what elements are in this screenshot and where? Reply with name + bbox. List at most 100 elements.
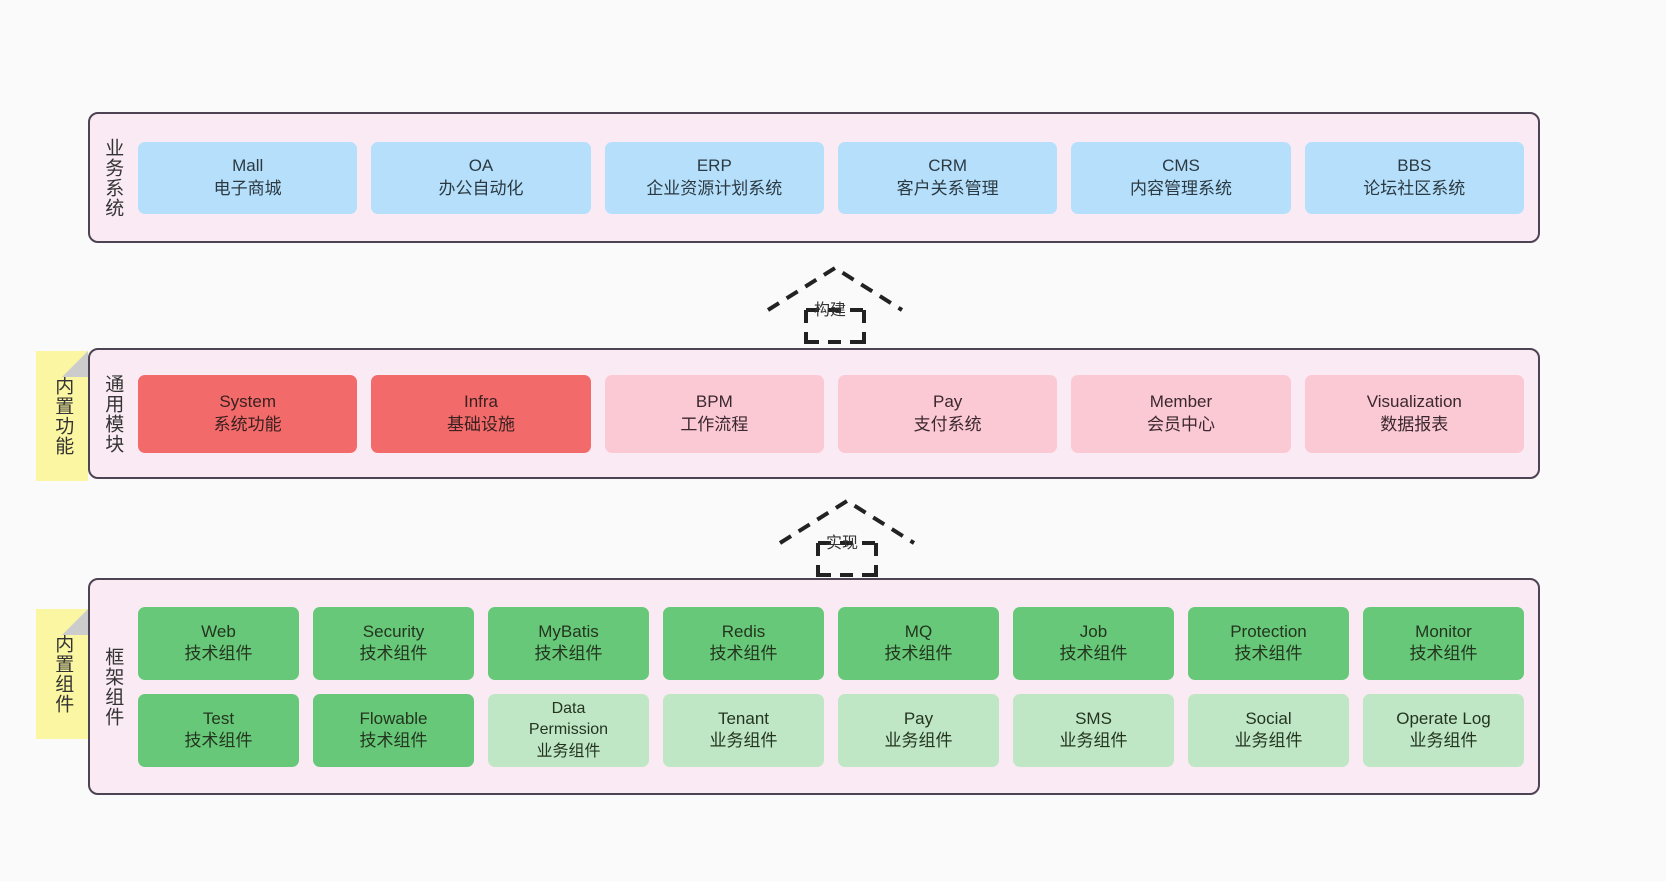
node-title: Operate Log xyxy=(1396,708,1491,728)
sticky-tag-builtin-features: 内置功能 xyxy=(36,351,88,481)
layer-title-common-modules: 通用模块 xyxy=(102,373,124,454)
node-subtitle: 系统功能 xyxy=(213,414,282,434)
row: Test 技术组件 Flowable 技术组件 Data Permission … xyxy=(138,693,1524,767)
node-title: Monitor xyxy=(1415,621,1472,641)
node-title: Infra xyxy=(463,392,498,412)
node-erp[interactable]: ERP 企业资源计划系统 xyxy=(604,141,824,214)
node-system[interactable]: System 系统功能 xyxy=(138,374,358,453)
node-subtitle: 企业资源计划系统 xyxy=(646,178,783,198)
node-subtitle: 客户关系管理 xyxy=(896,178,999,198)
node-title: ERP xyxy=(696,156,732,176)
node-title: Redis xyxy=(721,621,766,641)
node-subtitle: 技术组件 xyxy=(359,731,428,750)
row: Web 技术组件 Security 技术组件 MyBatis 技术组件 Redi… xyxy=(138,606,1524,680)
node-title: Protection xyxy=(1230,621,1307,641)
node-sms[interactable]: SMS 业务组件 xyxy=(1013,693,1174,767)
node-bpm[interactable]: BPM 工作流程 xyxy=(604,374,824,453)
dashed-hollow-arrow-up-icon xyxy=(778,498,916,577)
node-title: Member xyxy=(1149,392,1213,412)
node-web[interactable]: Web 技术组件 xyxy=(138,606,299,680)
node-data-permission[interactable]: Data Permission 业务组件 xyxy=(488,693,649,767)
node-title: Pay xyxy=(903,708,934,728)
node-subtitle: 技术组件 xyxy=(359,644,428,663)
node-bbs[interactable]: BBS 论坛社区系统 xyxy=(1304,141,1524,214)
layer-common-modules: 通用模块 System 系统功能 Infra 基础设施 BPM 工作流程 Pay… xyxy=(88,348,1540,479)
node-title: Mall xyxy=(232,156,264,176)
node-protection[interactable]: Protection 技术组件 xyxy=(1188,606,1349,680)
node-subtitle: 业务组件 xyxy=(1234,731,1303,750)
node-subtitle: 基础设施 xyxy=(446,414,515,434)
row: Mall 电子商城 OA 办公自动化 ERP 企业资源计划系统 CRM 客户关系… xyxy=(138,141,1524,214)
node-title: System xyxy=(219,392,276,412)
node-subtitle: 数据报表 xyxy=(1380,414,1449,434)
layer-body-framework-components: Web 技术组件 Security 技术组件 MyBatis 技术组件 Redi… xyxy=(134,580,1538,793)
node-title: MyBatis xyxy=(538,621,599,641)
node-flowable[interactable]: Flowable 技术组件 xyxy=(313,693,474,767)
node-title: SMS xyxy=(1075,708,1112,728)
node-subtitle: 业务组件 xyxy=(1409,731,1478,750)
connector-label-build: 构建 xyxy=(814,302,847,319)
node-tenant[interactable]: Tenant 业务组件 xyxy=(663,693,824,767)
node-infra[interactable]: Infra 基础设施 xyxy=(371,374,591,453)
node-title: BPM xyxy=(695,392,733,412)
dashed-hollow-arrow-up-icon xyxy=(766,265,904,344)
node-subtitle: 技术组件 xyxy=(1059,644,1128,663)
layer-title-business-systems: 业务系统 xyxy=(102,137,124,218)
node-cms[interactable]: CMS 内容管理系统 xyxy=(1071,141,1291,214)
node-redis[interactable]: Redis 技术组件 xyxy=(663,606,824,680)
node-title: BBS xyxy=(1397,156,1432,176)
sticky-tag-builtin-components: 内置组件 xyxy=(36,609,88,739)
node-mq[interactable]: MQ 技术组件 xyxy=(838,606,999,680)
node-mall[interactable]: Mall 电子商城 xyxy=(138,141,358,214)
node-title: Job xyxy=(1079,621,1108,641)
node-title: Data xyxy=(551,700,586,718)
layer-title-framework-components: 框架组件 xyxy=(102,646,124,727)
node-title: Security xyxy=(362,621,425,641)
node-subtitle: 电子商城 xyxy=(213,178,282,198)
node-subtitle: 技术组件 xyxy=(1409,644,1478,663)
node-subtitle: 技术组件 xyxy=(184,731,253,750)
node-subtitle: 技术组件 xyxy=(534,644,603,663)
node-mybatis[interactable]: MyBatis 技术组件 xyxy=(488,606,649,680)
node-title: Tenant xyxy=(717,708,770,728)
node-test[interactable]: Test 技术组件 xyxy=(138,693,299,767)
node-subtitle: 支付系统 xyxy=(913,414,982,434)
node-subtitle: 技术组件 xyxy=(1234,644,1303,663)
layer-business-systems: 业务系统 Mall 电子商城 OA 办公自动化 ERP 企业资源计划系统 CRM… xyxy=(88,112,1540,243)
node-title: Web xyxy=(201,621,236,641)
layer-framework-components: 框架组件 Web 技术组件 Security 技术组件 MyBatis 技术组件… xyxy=(88,578,1540,795)
node-monitor[interactable]: Monitor 技术组件 xyxy=(1363,606,1524,680)
node-subtitle: 论坛社区系统 xyxy=(1363,178,1466,198)
node-subtitle: 业务组件 xyxy=(536,742,601,760)
node-subtitle: 技术组件 xyxy=(184,644,253,663)
node-pay-module[interactable]: Pay 支付系统 xyxy=(837,374,1058,453)
node-subtitle: 工作流程 xyxy=(680,414,749,434)
node-oa[interactable]: OA 办公自动化 xyxy=(371,141,591,214)
node-member[interactable]: Member 会员中心 xyxy=(1071,374,1291,453)
node-social[interactable]: Social 业务组件 xyxy=(1188,693,1349,767)
node-title: Social xyxy=(1245,708,1292,728)
node-subtitle: 内容管理系统 xyxy=(1129,178,1232,198)
node-subtitle: 业务组件 xyxy=(709,731,778,750)
layer-body-business-systems: Mall 电子商城 OA 办公自动化 ERP 企业资源计划系统 CRM 客户关系… xyxy=(134,114,1538,241)
node-security[interactable]: Security 技术组件 xyxy=(313,606,474,680)
node-operate-log[interactable]: Operate Log 业务组件 xyxy=(1363,693,1524,767)
node-pay-component[interactable]: Pay 业务组件 xyxy=(838,693,999,767)
row: System 系统功能 Infra 基础设施 BPM 工作流程 Pay 支付系统… xyxy=(138,374,1524,453)
connector-build: 构建 xyxy=(760,262,910,344)
node-title: Pay xyxy=(933,392,963,412)
node-title: MQ xyxy=(904,621,933,641)
node-subtitle: 业务组件 xyxy=(884,731,953,750)
node-crm[interactable]: CRM 客户关系管理 xyxy=(837,141,1058,214)
node-subtitle: 技术组件 xyxy=(709,644,778,663)
node-subtitle: 会员中心 xyxy=(1146,414,1215,434)
node-title: OA xyxy=(468,156,494,176)
node-title: Visualization xyxy=(1366,392,1462,412)
node-title: Test xyxy=(202,708,235,728)
node-subtitle: 技术组件 xyxy=(884,644,953,663)
connector-label-implement: 实现 xyxy=(826,535,859,552)
layer-body-common-modules: System 系统功能 Infra 基础设施 BPM 工作流程 Pay 支付系统… xyxy=(134,350,1538,477)
node-job[interactable]: Job 技术组件 xyxy=(1013,606,1174,680)
node-visualization[interactable]: Visualization 数据报表 xyxy=(1304,374,1524,453)
